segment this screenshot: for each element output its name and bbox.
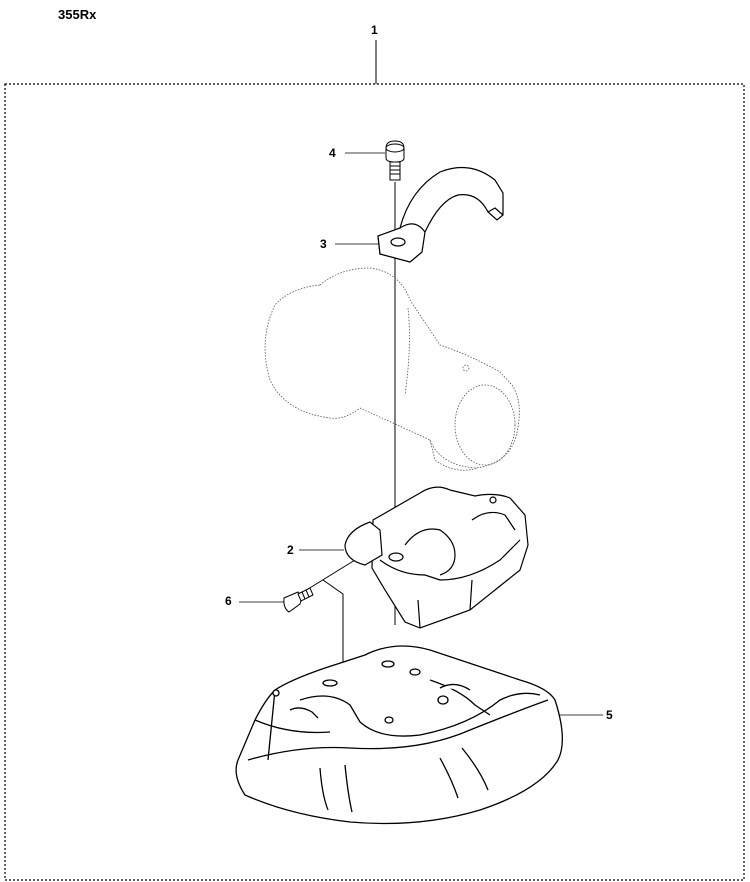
assembly-boundary [4, 83, 745, 881]
model-label: 355Rx [58, 7, 97, 22]
callout-3: 3 [320, 237, 327, 251]
guard-part [235, 645, 563, 825]
callout-5: 5 [606, 708, 613, 722]
upper-screw-part [385, 140, 405, 181]
callout-1: 1 [371, 23, 378, 37]
callout-2: 2 [287, 543, 294, 557]
gear-housing [264, 267, 520, 471]
callout-4: 4 [329, 146, 336, 160]
lower-clamp-part [344, 486, 529, 629]
lower-screw-part [283, 587, 314, 613]
leader-lines [239, 152, 603, 716]
upper-clamp-part [377, 166, 504, 263]
callout-6: 6 [225, 594, 232, 608]
guard-axis [322, 579, 344, 664]
